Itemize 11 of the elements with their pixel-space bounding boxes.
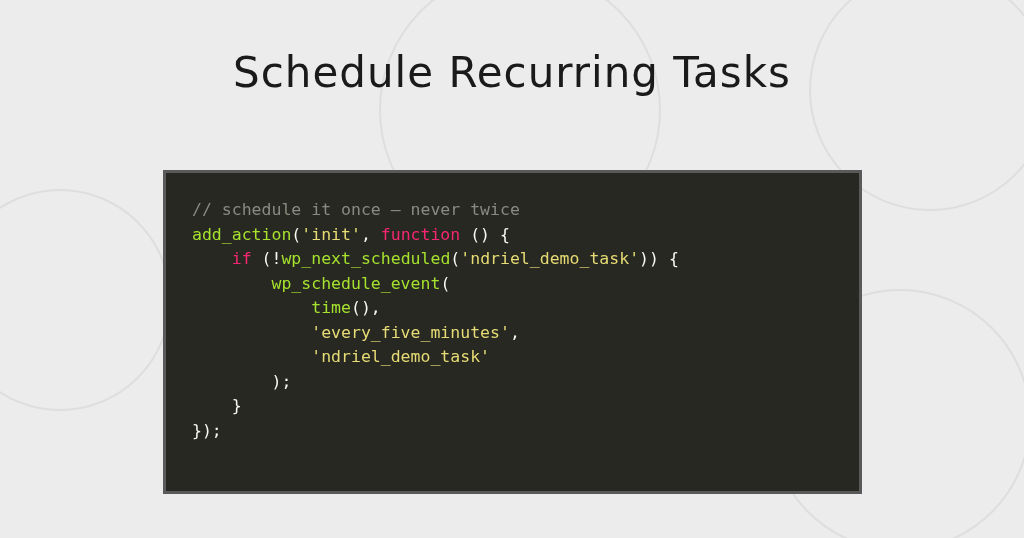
code-line: wp_schedule_event( (270, 272, 452, 295)
code-line: 'ndriel_demo_task' (310, 346, 492, 368)
code-line: time(), (310, 297, 382, 319)
code-line: // schedule it once — never twice (192, 199, 521, 221)
title: Schedule Recurring Tasks (232, 48, 792, 97)
code-line: }); (192, 419, 223, 442)
code-line: add_action('init', function () { (192, 223, 511, 246)
code-line: } (230, 395, 243, 417)
code-line: ); (270, 370, 293, 393)
code-line: if (!wp_next_scheduled('ndriel_demo_task')) { (230, 248, 679, 270)
code-line: 'every_five_minutes', (310, 321, 521, 344)
